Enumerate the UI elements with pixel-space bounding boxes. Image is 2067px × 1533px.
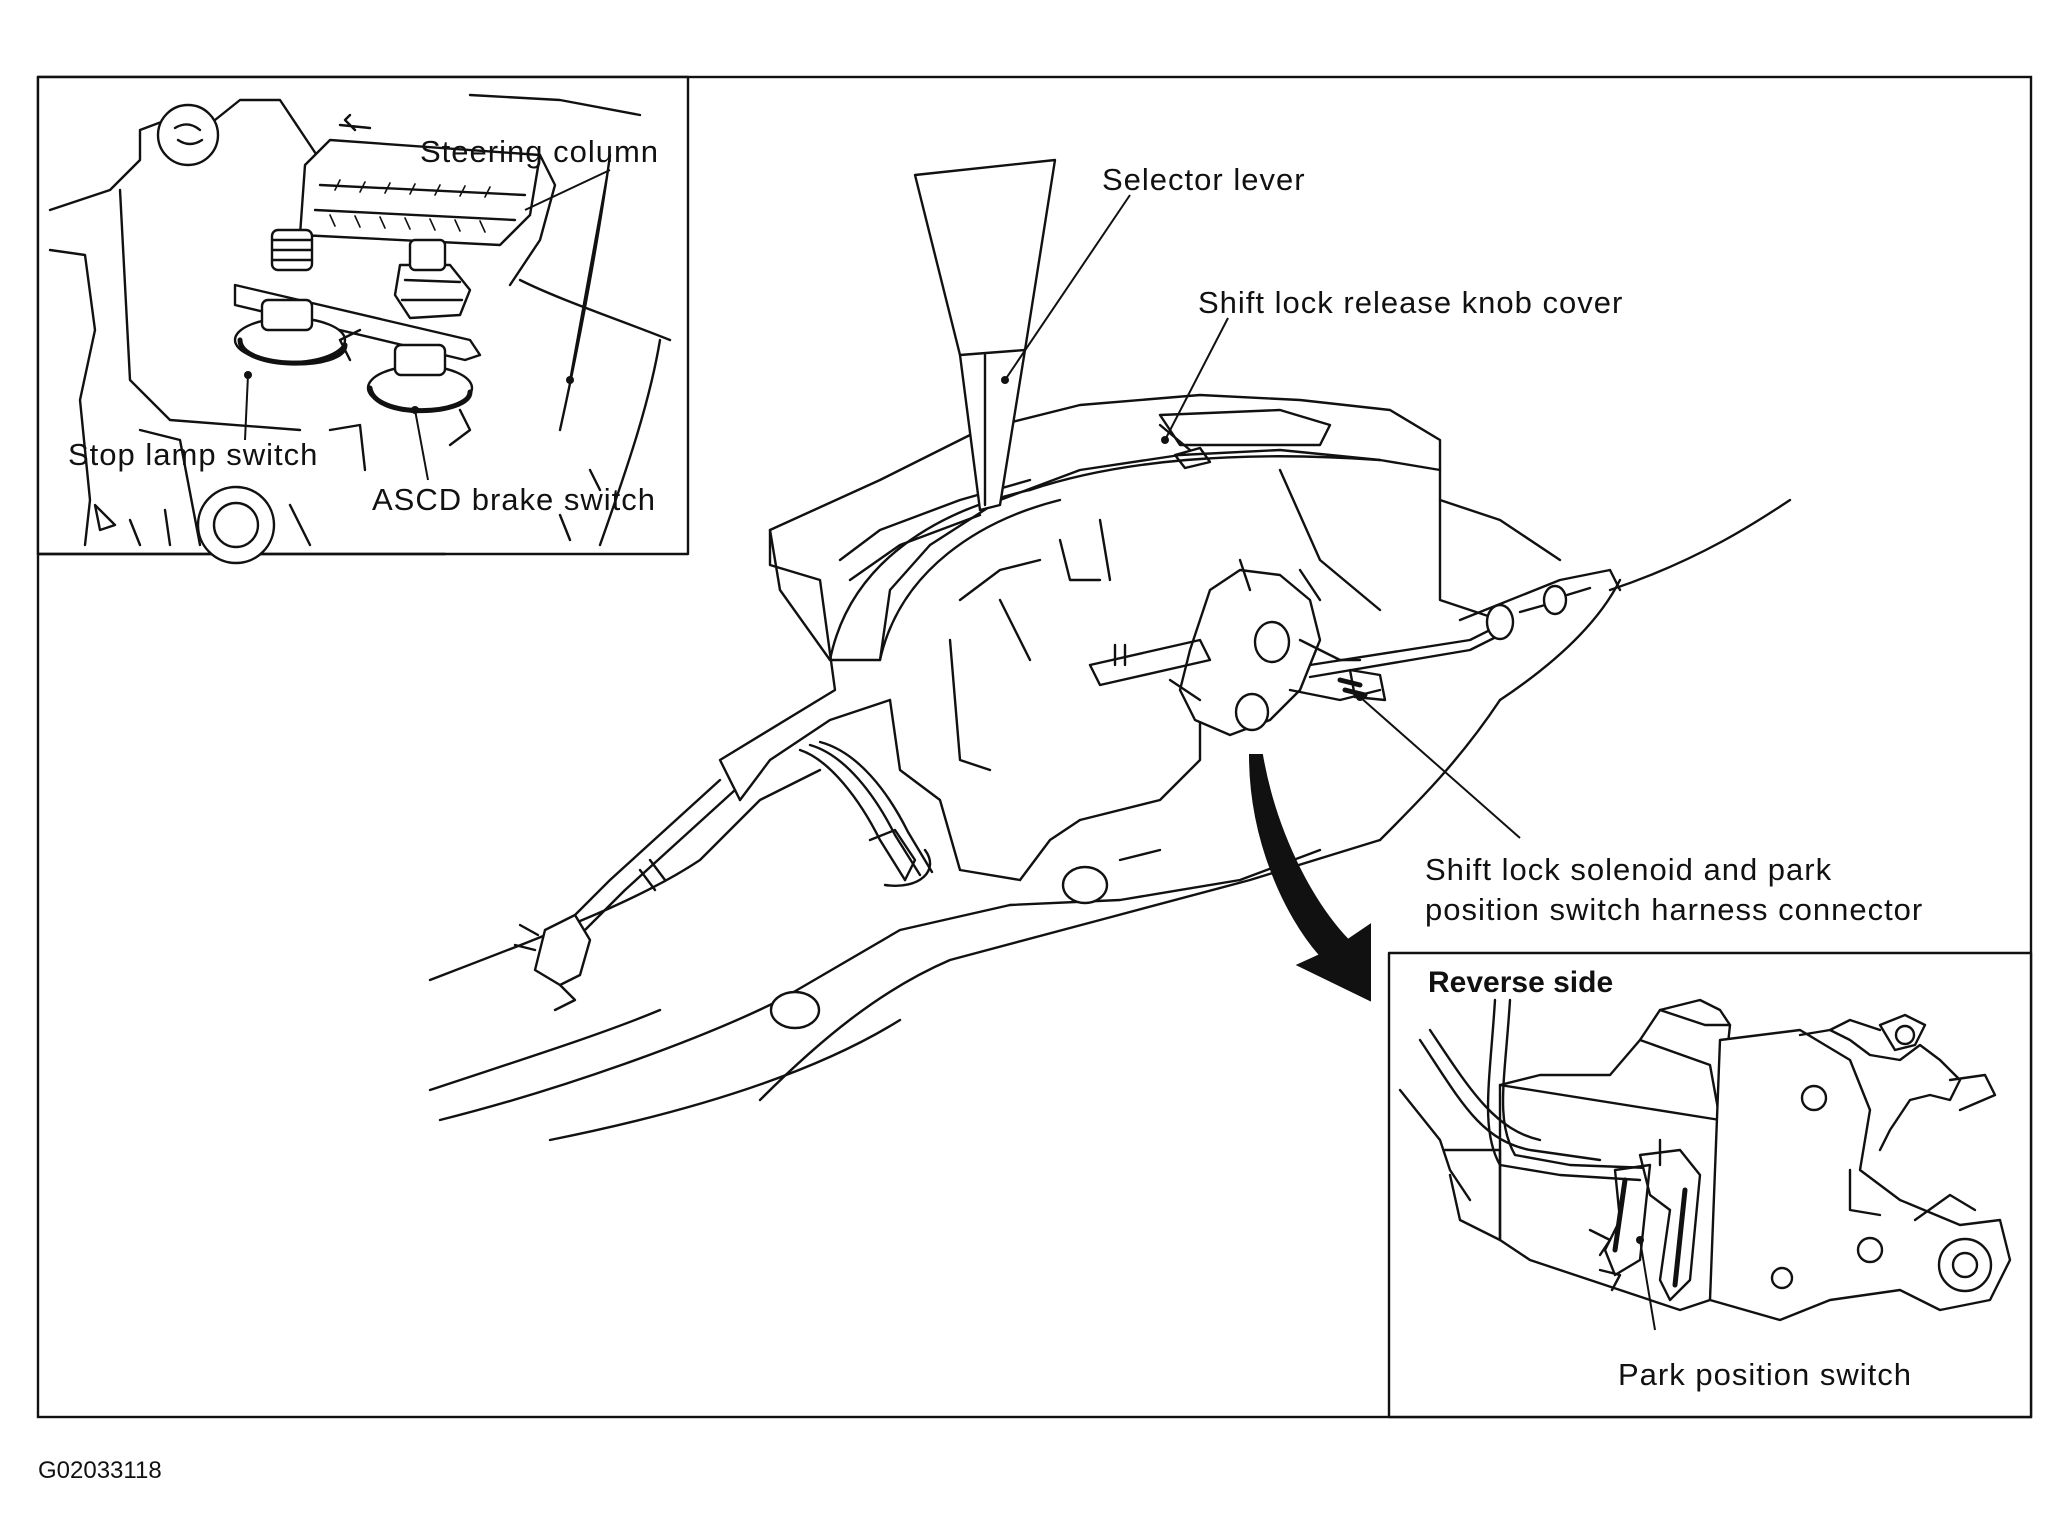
brake-switch-inset (36, 75, 690, 565)
label-harness-connector-line2: position switch harness connector (1425, 892, 1923, 927)
label-harness-connector-line1: Shift lock solenoid and park (1425, 852, 1832, 887)
label-shift-lock-release-knob-cover: Shift lock release knob cover (1198, 285, 1623, 320)
reverse-side-arrow (1248, 754, 1371, 1002)
label-park-position-switch: Park position switch (1618, 1357, 1912, 1392)
label-reverse-side: Reverse side (1428, 966, 1613, 999)
label-steering-column: Steering column (420, 134, 659, 169)
selector-lever-shape (913, 158, 1057, 512)
outer-frame (36, 75, 2033, 1419)
leader-lines (244, 169, 1656, 1331)
reverse-side-inset (1387, 951, 2033, 1419)
figure-code: G02033118 (38, 1457, 162, 1484)
label-ascd-brake-switch: ASCD brake switch (372, 482, 656, 517)
console-shifter-illustration (428, 393, 1792, 1142)
label-stop-lamp-switch: Stop lamp switch (68, 437, 318, 472)
label-selector-lever: Selector lever (1102, 162, 1306, 197)
